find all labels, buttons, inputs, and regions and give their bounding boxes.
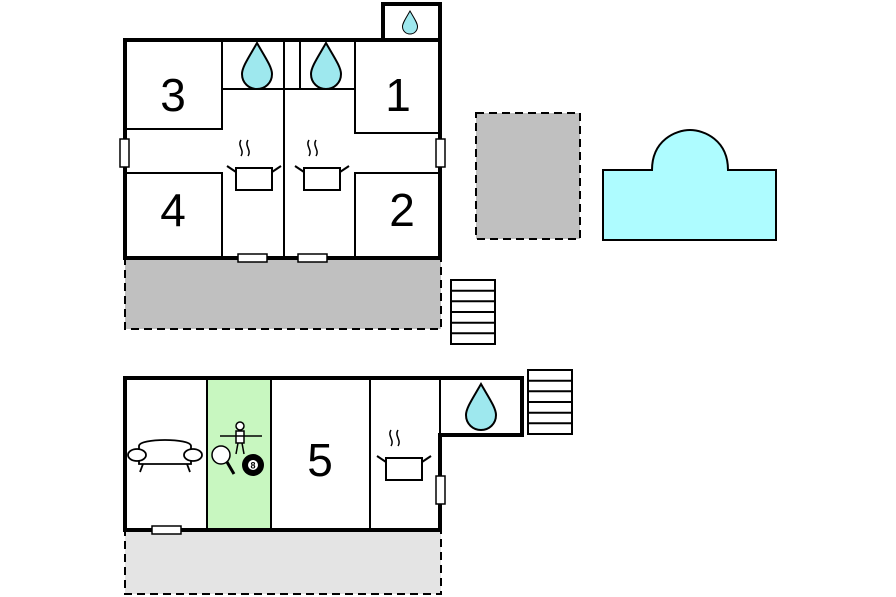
cooking-pot-icon — [294, 139, 350, 191]
water-drop-icon — [465, 383, 497, 431]
water-drop-icon — [241, 42, 273, 90]
billiard-ball-icon: 8 — [242, 454, 264, 476]
room-4-label: 4 — [160, 184, 186, 236]
cooking-pot-icon — [376, 429, 432, 481]
cooking-pot-icon — [226, 139, 282, 191]
table-football-icon — [220, 421, 262, 455]
room-3-label: 3 — [160, 69, 186, 121]
swimming-pool-icon — [602, 128, 777, 241]
lower-terrace — [124, 529, 442, 595]
room-5-label: 5 — [307, 434, 333, 486]
room-2-label: 2 — [389, 184, 415, 236]
upper-terrace — [124, 257, 442, 330]
room-1-label: 1 — [385, 69, 411, 121]
billiard-ball-number: 8 — [250, 461, 255, 471]
upper-building: 3 1 4 2 — [119, 2, 446, 330]
water-drop-icon — [402, 10, 418, 35]
annex-terrace — [475, 112, 581, 240]
sofa-icon — [127, 439, 203, 473]
stairs-icon — [450, 279, 496, 345]
lower-building: 5 8 — [123, 376, 524, 595]
stairs-icon — [527, 369, 573, 435]
ping-pong-paddle-icon — [211, 445, 236, 475]
water-drop-icon — [310, 42, 342, 90]
